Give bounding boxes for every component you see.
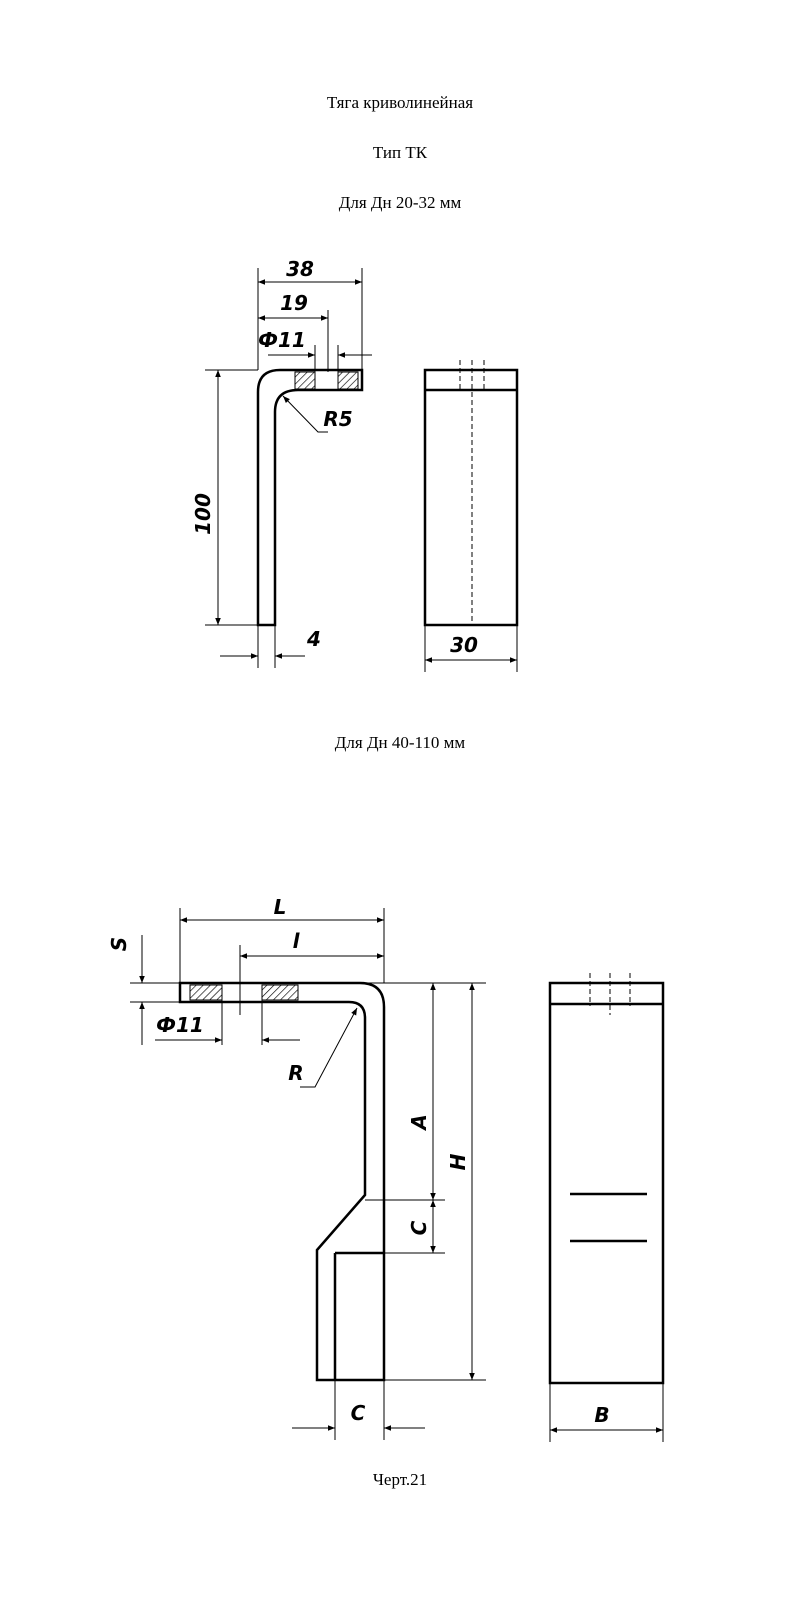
dim-C-label: C — [351, 1401, 366, 1425]
large-range-caption: Для Дн 40-110 мм — [334, 733, 466, 752]
dim-A-label: A — [407, 1114, 431, 1131]
small-part-front-view: 30 — [423, 360, 519, 672]
dim-30-label: 30 — [450, 633, 478, 657]
dim-4-label: 4 — [306, 627, 321, 651]
large-part-side-view: L l S Ф11 R A C H C — [107, 895, 486, 1440]
dim-hole-label-large: Ф11 — [156, 1013, 204, 1037]
dim-B-label: B — [594, 1403, 609, 1427]
dim-C-vert-label: C — [407, 1220, 431, 1235]
dim-L-label: L — [274, 895, 287, 919]
drawing-title: Тяга криволинейная — [326, 93, 474, 112]
drawing-type: Тип ТК — [372, 143, 428, 162]
dim-hole-label: Ф11 — [258, 328, 306, 352]
dim-R-label: R — [288, 1061, 303, 1085]
dim-19-label: 19 — [280, 291, 308, 315]
drawing-reference: Черт.21 — [372, 1470, 428, 1489]
large-part-front-view: B — [548, 973, 665, 1442]
dim-38-label: 38 — [286, 257, 314, 281]
dim-l-label: l — [293, 929, 301, 953]
dim-radius-label: R5 — [323, 407, 352, 431]
small-range-caption: Для Дн 20-32 мм — [338, 193, 462, 212]
dim-S-label: S — [107, 937, 131, 951]
small-part-side-view: 38 19 Ф11 R5 100 4 — [191, 257, 372, 668]
dim-H-label: H — [446, 1153, 470, 1170]
dim-100-label: 100 — [191, 493, 215, 535]
